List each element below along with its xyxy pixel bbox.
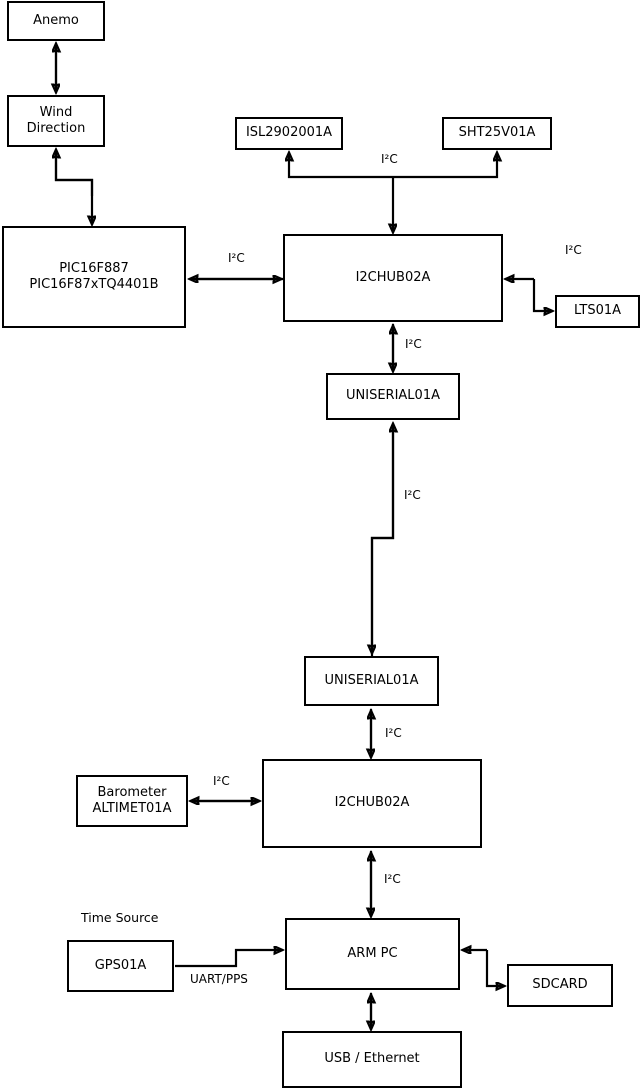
edge-label-i2c-pic-hub: I²C [228, 251, 245, 265]
node-uniserial01a-upper-label: UNISERIAL01A [346, 388, 440, 404]
node-sht25v01a[interactable]: SHT25V01A [442, 117, 552, 150]
node-sdcard[interactable]: SDCARD [507, 964, 613, 1007]
edge-label-i2c-top-bus: I²C [381, 152, 398, 166]
node-usb-ethernet-label: USB / Ethernet [324, 1051, 420, 1067]
node-sht25v01a-label: SHT25V01A [458, 125, 536, 141]
edge-label-i2c-baro-hub2: I²C [213, 774, 230, 788]
node-sdcard-label: SDCARD [532, 977, 588, 993]
node-i2chub02a-bottom-label: I2CHUB02A [334, 795, 410, 811]
edge-uniserial-link-down [372, 424, 395, 653]
node-i2chub02a-bottom[interactable]: I2CHUB02A [262, 759, 482, 848]
node-uniserial01a-lower-label: UNISERIAL01A [324, 672, 419, 688]
node-arm-pc[interactable]: ARM PC [285, 918, 460, 990]
node-wind-direction[interactable]: Wind Direction [7, 95, 105, 147]
node-arm-pc-label: ARM PC [347, 945, 398, 961]
node-barometer-altimet01a[interactable]: Barometer ALTIMET01A [76, 775, 188, 827]
edge-label-i2c-hub-lts: I²C [565, 243, 582, 257]
node-pic-mcu[interactable]: PIC16F887 PIC16F87xTQ4401B [2, 226, 186, 328]
node-i2chub02a-top[interactable]: I2CHUB02A [283, 234, 503, 322]
edge-label-i2c-hub2-armpc: I²C [384, 872, 401, 886]
edge-gps-armpc [175, 950, 282, 968]
edge-hub-lts [532, 279, 552, 311]
edge-wind-pic-down [54, 150, 92, 224]
edge-armpc-sdcard [485, 950, 504, 986]
node-anemo-label: Anemo [33, 12, 79, 28]
edge-uniserial-link-up [370, 424, 393, 657]
edge-label-i2c-uniserial-hub2: I²C [385, 726, 402, 740]
node-isl2902001a-label: ISL2902001A [245, 125, 333, 141]
edge-pic-wind-up [56, 150, 94, 196]
edge-label-uart-pps: UART/PPS [190, 972, 248, 986]
edge-label-i2c-uniserial-link: I²C [404, 488, 421, 502]
node-isl2902001a[interactable]: ISL2902001A [235, 117, 343, 150]
edge-bus-sht [393, 153, 497, 179]
node-uniserial01a-lower[interactable]: UNISERIAL01A [304, 656, 439, 706]
node-i2chub02a-top-label: I2CHUB02A [355, 269, 431, 285]
node-pic-mcu-label: PIC16F887 PIC16F87xTQ4401B [29, 260, 159, 292]
label-time-source: Time Source [81, 910, 159, 925]
node-lts01a-label: LTS01A [573, 303, 622, 319]
node-wind-direction-label: Wind Direction [26, 104, 86, 136]
node-barometer-altimet01a-label: Barometer ALTIMET01A [92, 784, 172, 816]
node-gps01a[interactable]: GPS01A [67, 940, 174, 992]
edge-bus-isl [289, 153, 393, 179]
node-gps01a-label: GPS01A [94, 957, 147, 973]
node-usb-ethernet[interactable]: USB / Ethernet [282, 1031, 462, 1088]
edge-label-i2c-hub-uniserial: I²C [405, 337, 422, 351]
node-uniserial01a-upper[interactable]: UNISERIAL01A [326, 373, 460, 420]
node-lts01a[interactable]: LTS01A [555, 295, 640, 328]
node-anemo[interactable]: Anemo [7, 1, 105, 41]
